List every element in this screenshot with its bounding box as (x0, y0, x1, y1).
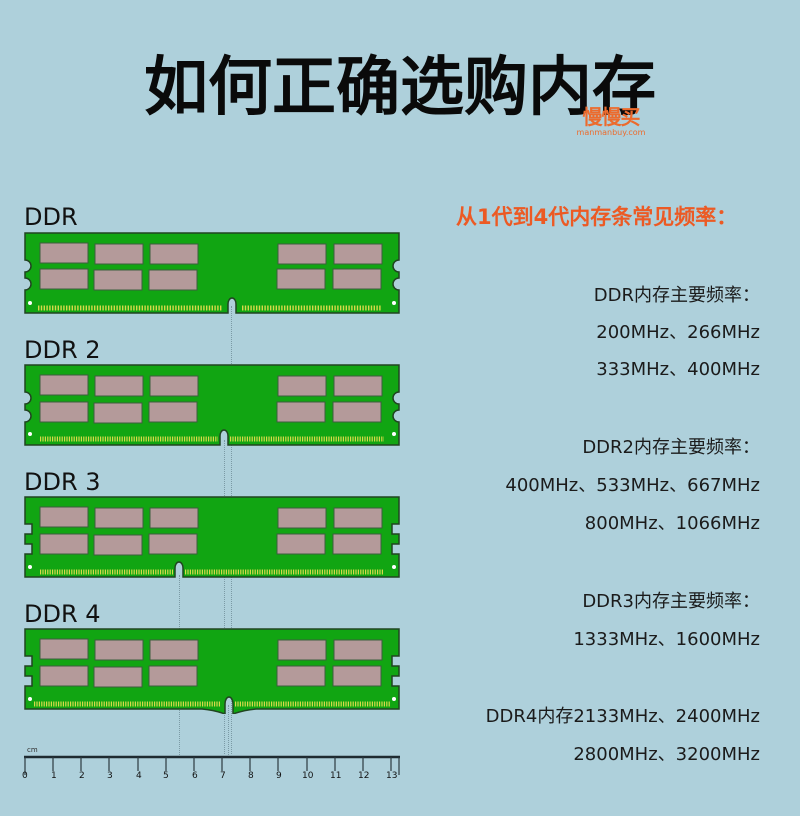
ddr3-module-diagram (24, 496, 400, 578)
ruler-tick: 4 (136, 771, 142, 781)
module-label-ddr4: DDR 4 (24, 600, 101, 628)
ddr4-freq-line: 2800MHz、3200MHz (573, 744, 760, 765)
logo-domain: manmanbuy.com (576, 128, 646, 137)
brand-logo: 慢慢买 manmanbuy.com (576, 106, 646, 138)
ruler-tick: 1 (51, 771, 57, 781)
ruler-tick: 6 (192, 771, 198, 781)
ruler-tick: 12 (358, 771, 370, 781)
cm-ruler (24, 755, 400, 795)
ddr-freq-title: DDR内存主要频率： (593, 285, 760, 306)
ddr2-module-diagram (24, 364, 400, 446)
module-label-ddr3: DDR 3 (24, 468, 101, 496)
ruler-tick: 8 (248, 771, 254, 781)
module-label-ddr: DDR (24, 203, 78, 231)
ddr2-freq-line: 400MHz、533MHz、667MHz (505, 475, 760, 496)
logo-name: 慢慢买 (582, 105, 641, 129)
ddr3-freq-title: DDR3内存主要频率： (582, 591, 760, 612)
ruler-tick: 2 (79, 771, 85, 781)
ddr3-freq-line: 1333MHz、1600MHz (573, 629, 760, 650)
ddr2-freq-line: 800MHz、1066MHz (584, 513, 760, 534)
ruler-tick: 9 (276, 771, 282, 781)
ddr-freq-line: 333MHz、400MHz (596, 359, 760, 380)
ruler-tick: 11 (330, 771, 342, 781)
ddr-module-diagram (24, 232, 400, 314)
ddr4-freq-title: DDR4内存2133MHz、2400MHz (485, 706, 760, 727)
ruler-tick: 13 (386, 771, 398, 781)
ruler-tick: 3 (107, 771, 113, 781)
ruler-tick: 10 (302, 771, 314, 781)
ruler-tick: 7 (220, 771, 226, 781)
ddr2-freq-title: DDR2内存主要频率： (582, 437, 760, 458)
ruler-tick: 5 (163, 771, 169, 781)
notch-guide-ddr2 (224, 440, 225, 754)
ruler-tick: 0 (22, 771, 28, 781)
page-title: 如何正确选购内存 (144, 51, 656, 125)
frequency-heading: 从1代到4代内存条常见频率： (456, 205, 738, 229)
notch-guide-ddr4 (228, 705, 229, 755)
ddr-freq-line: 200MHz、266MHz (596, 322, 760, 343)
module-label-ddr2: DDR 2 (24, 336, 101, 364)
ruler-unit-label: cm (27, 746, 38, 754)
ddr4-module-diagram (24, 628, 400, 714)
